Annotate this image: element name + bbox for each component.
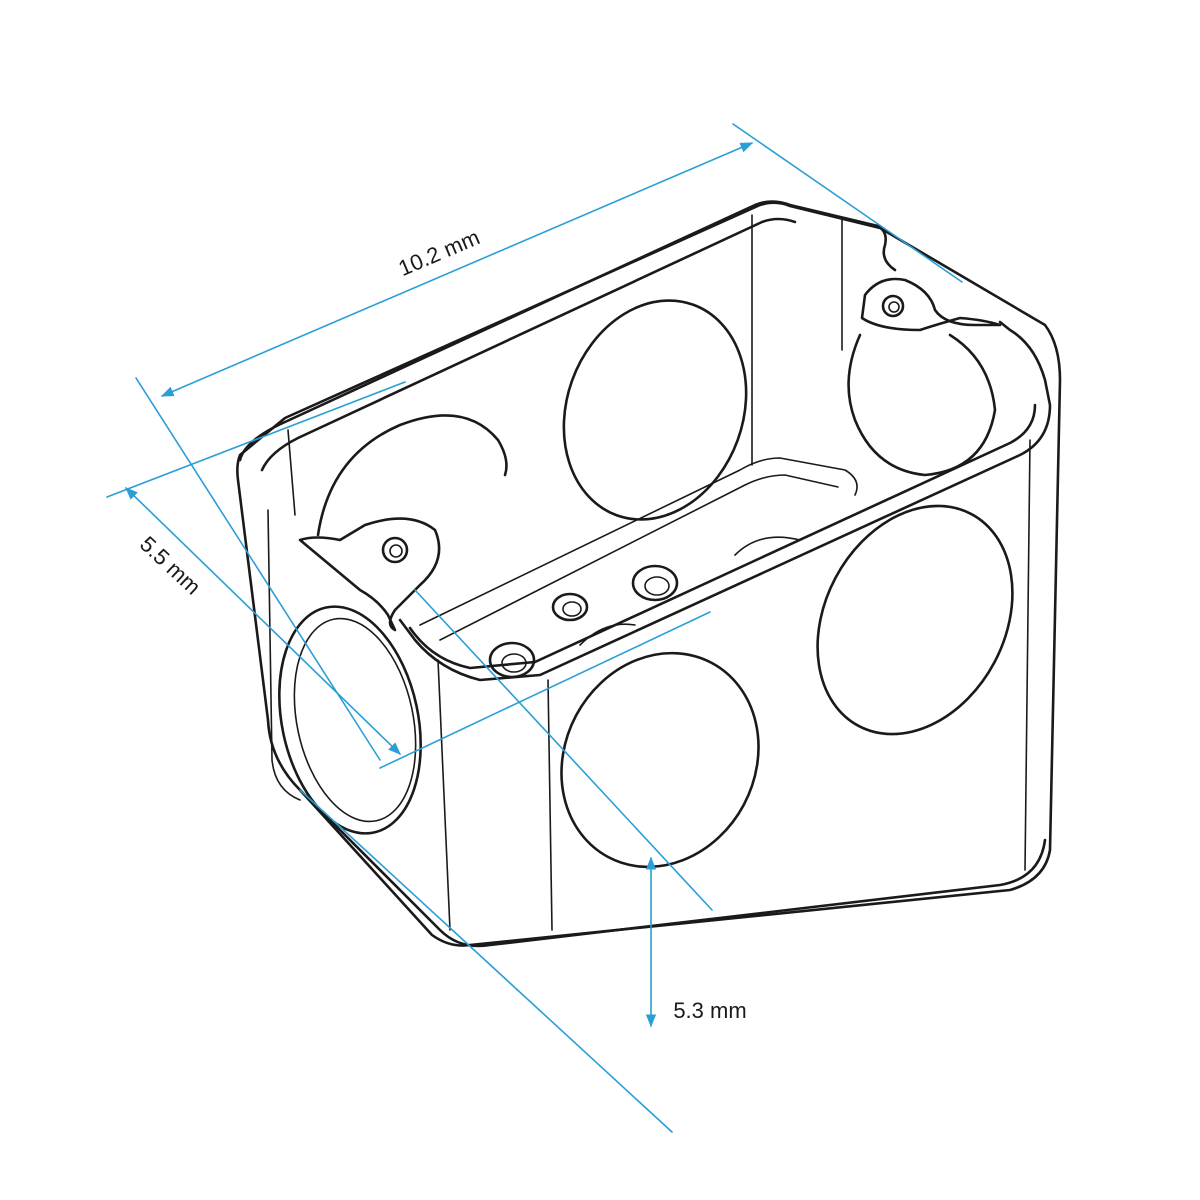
knockout-front-right xyxy=(816,504,1014,736)
knockout-back-right xyxy=(847,333,997,477)
bottom-edge xyxy=(298,788,1047,948)
knockout-front-center xyxy=(560,651,760,869)
floor-hole-3 xyxy=(631,564,679,602)
floor-hole-1-inner xyxy=(501,653,527,673)
knockout-floor-shadow-2 xyxy=(579,623,636,646)
floor-hole-2 xyxy=(551,592,589,622)
width-dimension-line xyxy=(125,487,401,755)
knockout-back-left xyxy=(316,414,508,537)
length-extension-right xyxy=(732,123,963,283)
floor-holes xyxy=(488,564,679,679)
floor-hole-2-inner xyxy=(562,601,582,617)
seam-front-right xyxy=(1024,439,1031,871)
height-extension-bottom xyxy=(299,789,673,1133)
length-dimension-line xyxy=(160,142,754,397)
knockout-floor-shadow xyxy=(734,536,801,556)
ear-right xyxy=(860,277,1002,332)
height-extension-top xyxy=(414,589,713,911)
seam-front-left xyxy=(437,659,451,931)
ear-right-hole-inner xyxy=(888,301,900,313)
width-label: 5.5 mm xyxy=(135,531,206,599)
seam-left xyxy=(267,509,301,801)
width-extension-bottom xyxy=(379,611,711,769)
length-label: 10.2 mm xyxy=(395,224,484,280)
floor-hole-1 xyxy=(488,641,536,679)
floor-hole-3-inner xyxy=(644,576,670,596)
seam-front-mid xyxy=(547,679,553,931)
ear-right-hole xyxy=(881,294,905,318)
rim-back xyxy=(238,200,897,462)
inner-floor xyxy=(419,457,858,626)
width-extension-top xyxy=(106,381,406,498)
rim-front xyxy=(398,320,1052,682)
height-label: 5.3 mm xyxy=(673,998,746,1023)
inner-floor-edge xyxy=(439,474,839,641)
